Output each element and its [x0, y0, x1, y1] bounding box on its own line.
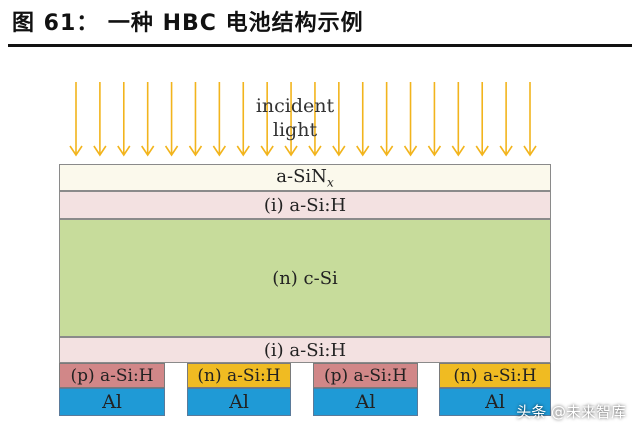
light-arrow [451, 82, 465, 157]
contact-1-doping-label: (p) a-Si:H [70, 365, 154, 386]
light-arrow [93, 82, 107, 157]
contact-2-metal: Al [187, 388, 291, 416]
contact-2-metal-label: Al [229, 391, 249, 413]
contact-3-metal-label: Al [355, 391, 376, 413]
light-arrow [212, 82, 227, 157]
contact-4-metal-label: Al [485, 391, 505, 413]
layer-a-sinx: a-SiNx [59, 164, 551, 191]
light-arrow [236, 82, 250, 157]
contact-1-doping-layer: (p) a-Si:H [59, 363, 165, 388]
contact-3-doping-layer: (p) a-Si:H [313, 363, 418, 388]
light-arrow [188, 82, 203, 157]
incident-label-line2: light [272, 119, 318, 141]
light-arrow [164, 82, 179, 157]
light-arrow [379, 82, 394, 157]
contact-1-metal: Al [59, 388, 165, 416]
title-divider [8, 44, 632, 47]
contact-3-doping-label: (p) a-Si:H [323, 365, 408, 386]
contact-3-metal: Al [313, 388, 418, 416]
layer-a-sinx-label: a-SiNx [276, 166, 333, 190]
figure-title: 图 61： 一种 HBC 电池结构示例 [12, 11, 364, 36]
layer-a-sinx-prefix: a-SiN [276, 165, 327, 187]
layer-top-passivation-label: (i) a-Si:H [263, 194, 347, 216]
incident-light-label: incident light [230, 94, 360, 142]
light-arrow [117, 82, 131, 157]
layer-rear-passivation-label: (i) a-Si:H [263, 339, 347, 361]
incident-light-arrows [69, 82, 537, 157]
watermark: 头条 @未来智库 [516, 403, 626, 421]
light-arrow [475, 82, 489, 157]
light-arrow [69, 82, 83, 157]
contact-4-doping-label: (n) a-Si:H [453, 365, 537, 386]
light-arrow [523, 82, 537, 157]
light-arrow [308, 82, 322, 157]
light-arrow [403, 82, 418, 157]
layer-absorber: (n) c-Si [59, 219, 551, 337]
light-arrow [260, 82, 274, 157]
light-arrow [332, 82, 346, 157]
incident-label-line1: incident [255, 95, 335, 117]
contact-4-doping-layer: (n) a-Si:H [439, 363, 551, 388]
layer-top-passivation: (i) a-Si:H [59, 191, 551, 219]
contact-1-metal-label: Al [102, 391, 122, 413]
contact-2-doping-layer: (n) a-Si:H [187, 363, 291, 388]
layer-absorber-label: (n) c-Si [272, 267, 338, 289]
contact-2-doping-label: (n) a-Si:H [197, 365, 281, 386]
layer-a-sinx-subscript: x [326, 175, 334, 190]
light-arrow [356, 82, 370, 157]
contact-4-metal: Al [439, 388, 551, 416]
light-arrow [284, 82, 298, 157]
layer-rear-passivation: (i) a-Si:H [59, 337, 551, 363]
light-arrow [141, 82, 155, 157]
light-arrow [499, 82, 513, 157]
light-arrow [427, 82, 442, 157]
